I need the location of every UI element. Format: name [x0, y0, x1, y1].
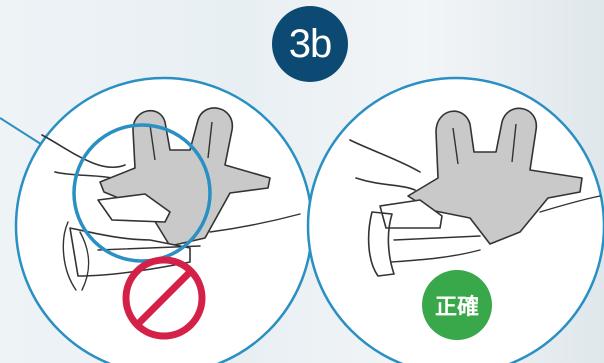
nasal-pillow [99, 107, 271, 247]
correct-badge: 正確 [422, 270, 492, 340]
pillow-nostril-right-right [511, 123, 517, 163]
frame-lines [62, 213, 301, 291]
frame-tube [69, 193, 191, 277]
pillow-nostril-left-right [452, 127, 459, 165]
pillow-nostril-right [207, 121, 213, 159]
face-outline-right [349, 139, 421, 191]
correct-panel [306, 76, 604, 363]
prohibited-icon [122, 256, 206, 340]
step-badge: 3b [272, 6, 348, 82]
frame-tube-right [367, 199, 443, 277]
incorrect-panel [14, 76, 314, 363]
pillow-nostril-left [149, 124, 156, 161]
frame-lines-right [391, 195, 601, 263]
correct-label: 正確 [434, 295, 479, 320]
callout-line [0, 117, 45, 147]
step-label: 3b [288, 21, 332, 66]
nasal-pillow-right [407, 107, 583, 245]
highlight-circle [72, 123, 212, 263]
